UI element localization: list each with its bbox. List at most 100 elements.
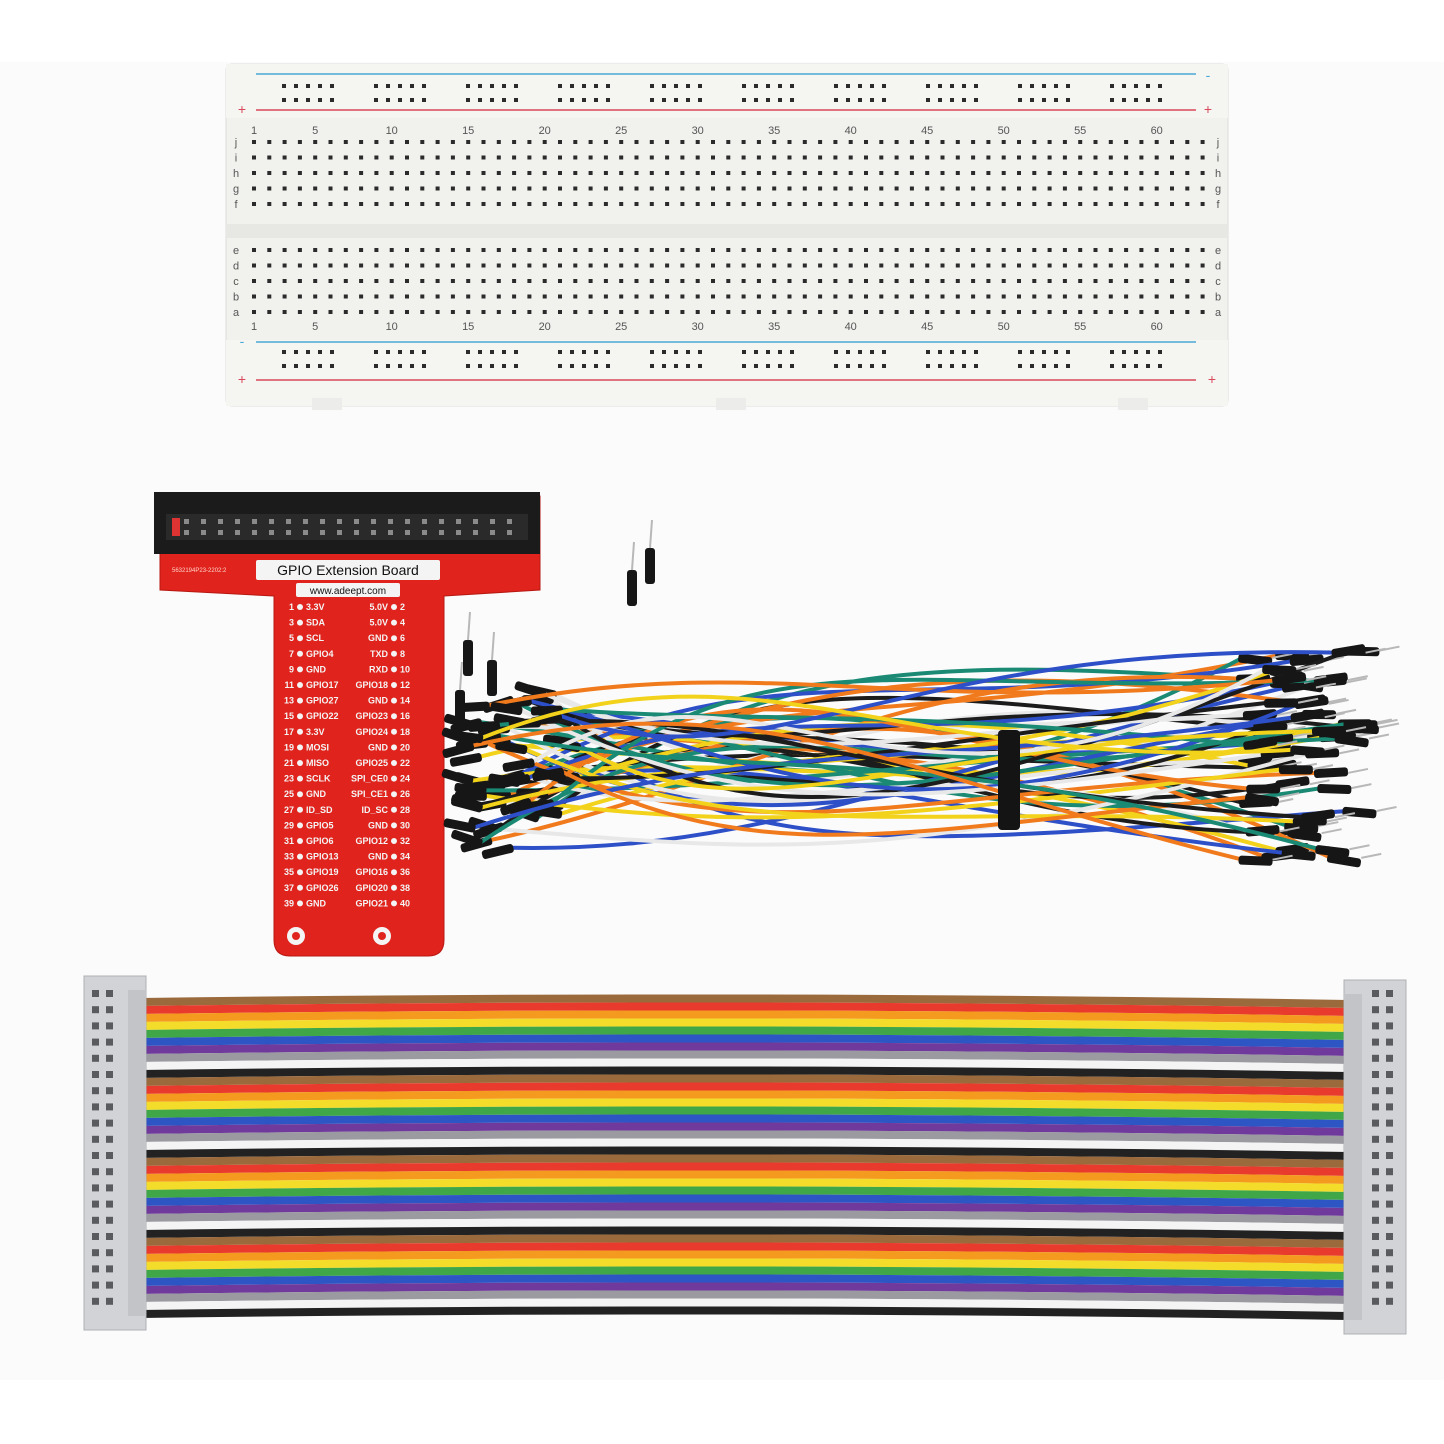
header-pin [371,519,376,524]
wire-pin [1318,821,1339,828]
header-pin [473,519,478,524]
pin-name-left: GPIO22 [306,711,339,721]
header-pin [422,530,427,535]
wire-pin [1351,783,1372,790]
pin-number-left: 23 [284,774,294,784]
ribbon-wire [140,1194,1348,1208]
header-pin [507,519,512,524]
pin-number-right: 20 [400,742,410,752]
board-code: 5632194P23-2202:2 [172,568,227,574]
jumper-wire [576,729,1318,791]
pin-name-right: GPIO23 [355,711,388,721]
connector-hole [106,990,113,997]
pin-pad-right [391,900,397,907]
header-pin [303,519,308,524]
connector-hole [1386,1103,1393,1111]
pin-pad-left [297,619,303,626]
pin-pad-right [391,884,397,891]
column-number-top: 1 [251,125,257,137]
pin-name-left: GND [306,898,327,908]
connector-hole [92,1216,99,1224]
wire-pin [1296,664,1317,670]
pin-name-right: GPIO16 [355,867,388,877]
connector-hole [92,1135,99,1143]
row-letter-left: a [233,307,240,319]
wire-pin [1377,718,1398,725]
pin-pad-right [391,728,397,735]
column-number-top: 50 [998,125,1010,137]
pin-name-left: GPIO5 [306,820,334,830]
pin-name-left: SDA [306,618,326,628]
ribbon-wire [140,1282,1348,1296]
jumper-wire [526,707,1253,804]
pin-pad-right [391,713,397,720]
wire-end-housing [1290,745,1325,757]
wire-pin [1334,812,1356,819]
header-pin [371,530,376,535]
header-pin [252,530,257,535]
pin-name-right: GPIO24 [355,727,388,737]
pin-pad-right [391,619,397,626]
row-letter-right: b [1215,292,1221,304]
pin-name-right: SPI_CE1 [351,789,388,799]
row-letter-left: e [233,245,239,257]
ribbon-connector-right [1343,979,1407,1335]
connector-hole [106,1265,113,1273]
pin-number-right: 2 [400,602,405,612]
wire-end-housing [1272,672,1307,686]
ribbon-wire [140,1010,1348,1024]
pin-number-right: 18 [400,727,410,737]
row-letter-right: f [1216,199,1220,211]
pin-pad-left [297,775,303,782]
header-pin [507,530,512,535]
pin-name-right: GND [368,696,389,706]
header-pin [201,519,206,524]
board-url: www.adeept.com [309,586,386,597]
pin-name-left: GND [306,664,327,674]
connector-hole [92,1054,99,1062]
header-pin [422,519,427,524]
pin-number-left: 15 [284,711,294,721]
pin-name-right: GPIO25 [355,758,388,768]
wire-end-housing [1281,848,1316,861]
connector-hole [1372,1168,1379,1176]
connector-hole [1386,1022,1393,1030]
rail-sign: + [1204,101,1212,117]
pin-number-right: 8 [400,649,405,659]
connector-hole [1386,1071,1393,1078]
ribbon-wire [140,1154,1348,1168]
column-number-top: 35 [768,125,780,137]
wire-pin [1335,708,1357,715]
wire-pin [1279,826,1300,833]
column-number-bottom: 15 [462,321,474,333]
column-number-bottom: 60 [1151,321,1163,333]
column-number-top: 20 [539,125,551,137]
wire-pin [1315,682,1337,689]
pin-number-left: 17 [284,727,294,737]
wire-pin [1280,783,1301,790]
wire-pin [1325,697,1347,704]
ribbon-wire [140,1162,1348,1176]
wire-end-housing [1342,806,1377,819]
pin-name-right: TXD [370,649,389,659]
pin-number-right: 40 [400,898,410,908]
column-number-bottom: 30 [692,321,704,333]
wire-end-housing [463,640,473,676]
column-number-top: 60 [1151,125,1163,137]
ribbon-wire [140,1274,1348,1288]
ribbon-wire [140,1050,1348,1064]
pin-pad-left [297,713,303,720]
ribbon-wire [140,1146,1348,1160]
wire-pin [1365,647,1386,654]
pin-pad-left [297,666,303,673]
wire-pin [1303,665,1324,672]
row-letter-left: g [233,184,239,196]
ribbon-wire [140,1058,1348,1072]
connector-hole [1372,1006,1379,1014]
header-pin [184,519,189,524]
pin-pad-left [297,791,303,798]
column-number-bottom: 35 [768,321,780,333]
column-number-top: 10 [386,125,398,137]
header-pin [320,519,325,524]
